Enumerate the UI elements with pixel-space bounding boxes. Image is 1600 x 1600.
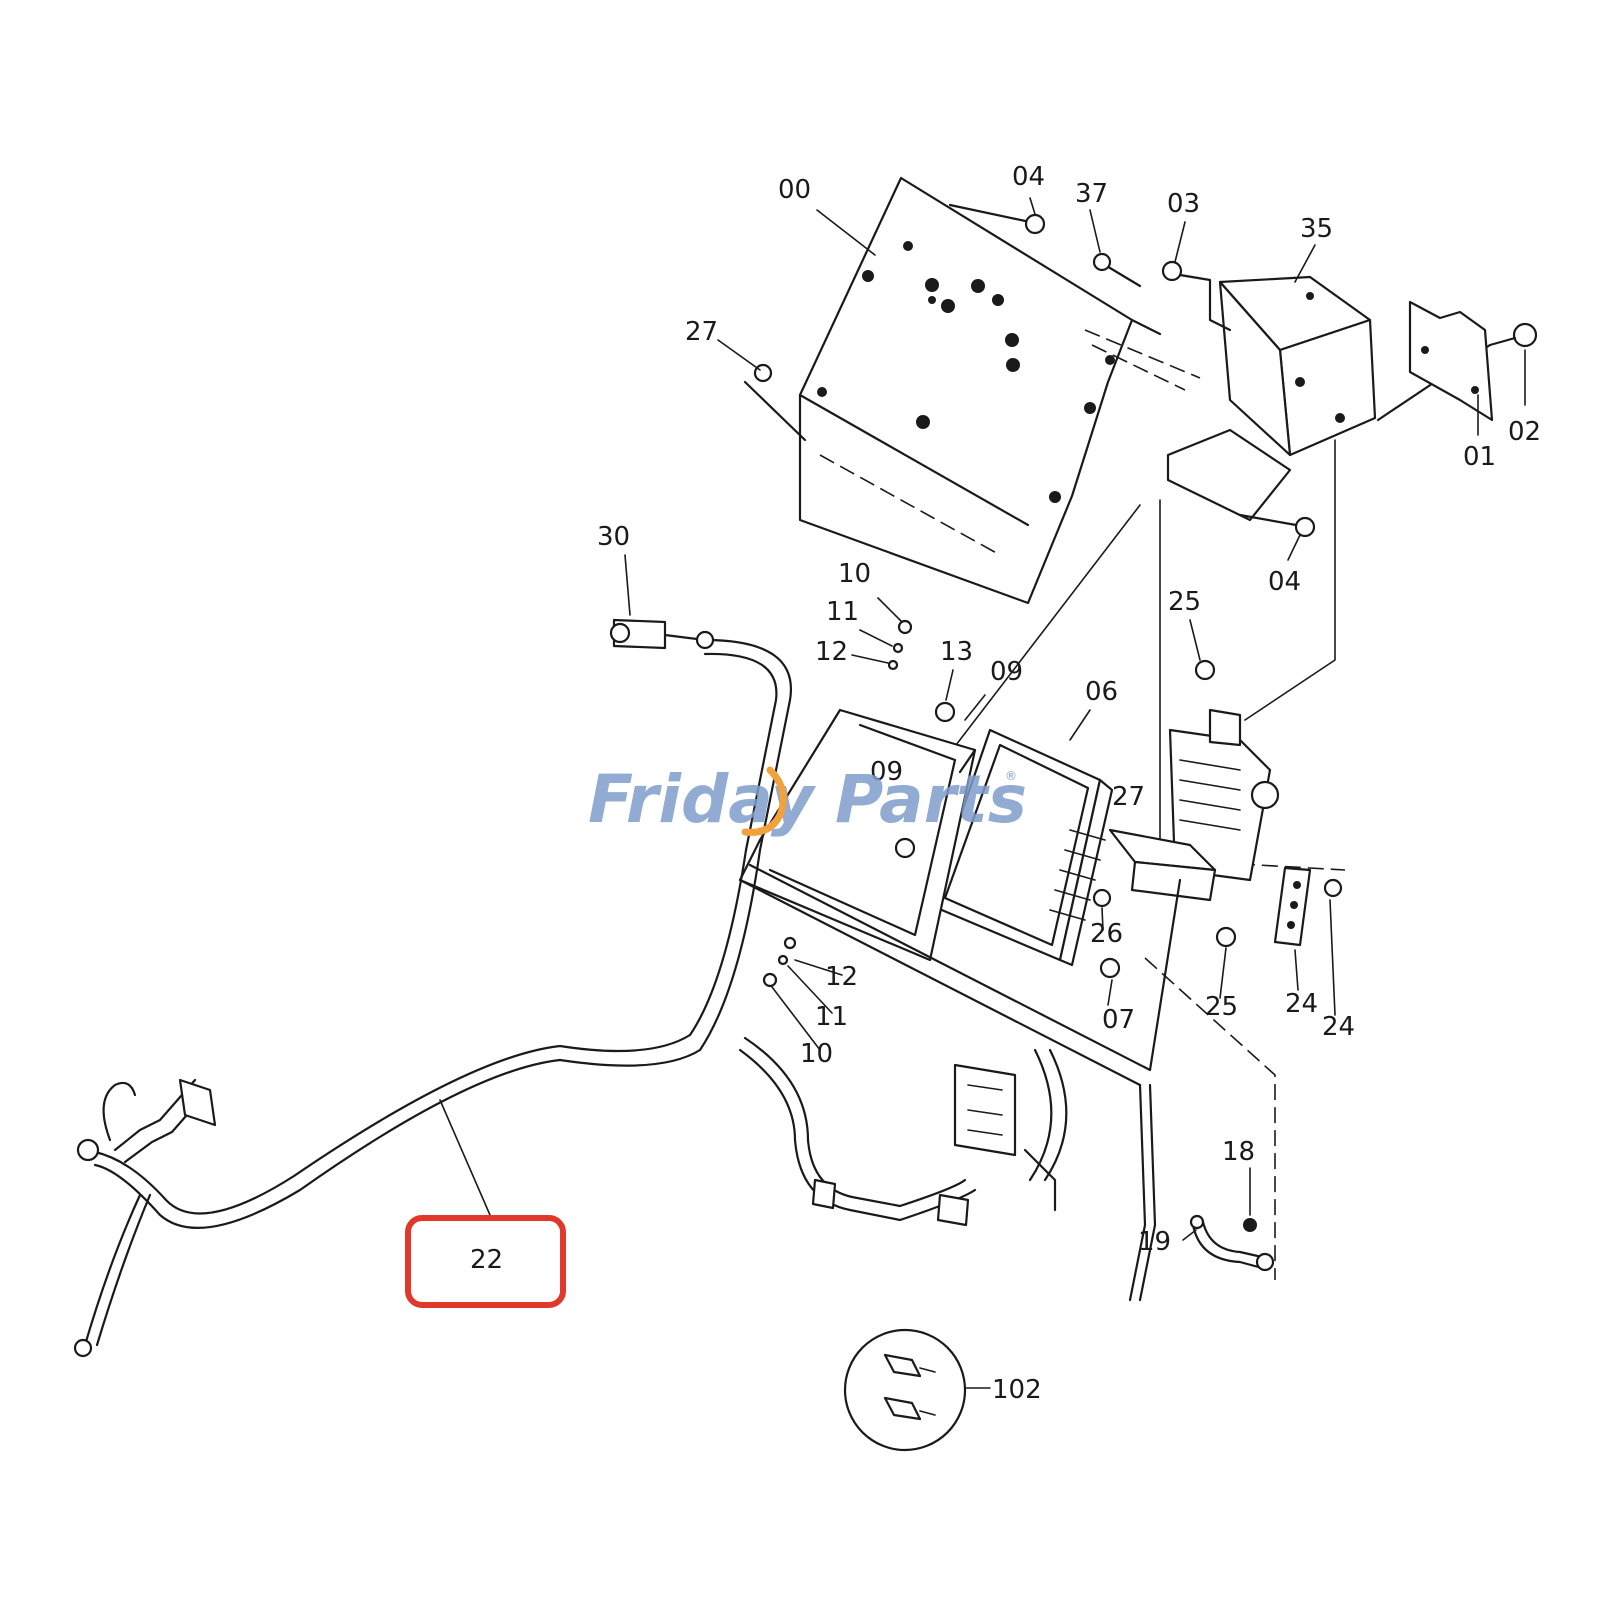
label-13: 13 <box>940 637 973 667</box>
label-25-bottom: 25 <box>1205 992 1238 1022</box>
label-12-top: 12 <box>815 637 848 667</box>
label-06: 06 <box>1085 677 1118 707</box>
label-11-top: 11 <box>826 597 859 627</box>
label-09-top: 09 <box>990 657 1023 687</box>
watermark-registered: ® <box>1005 769 1017 783</box>
screw-04-top <box>948 203 1046 235</box>
leader-lines <box>439 197 1526 1241</box>
terminal-strip-24 <box>1273 866 1343 947</box>
label-37: 37 <box>1075 179 1108 209</box>
label-10-top: 10 <box>838 559 871 589</box>
label-01: 01 <box>1463 442 1496 472</box>
watermark-text-parts: Parts <box>835 761 1027 838</box>
label-19: 19 <box>1138 1227 1171 1257</box>
label-18: 18 <box>1222 1137 1255 1167</box>
bracket-frame <box>738 708 977 962</box>
label-04-right: 04 <box>1268 567 1301 597</box>
label-04-top: 04 <box>1012 162 1045 192</box>
screw-27-top <box>743 363 807 442</box>
wire-harness <box>73 638 1182 1358</box>
label-07: 07 <box>1102 1005 1135 1035</box>
label-27-mid: 27 <box>1112 782 1145 812</box>
cable-19 <box>1189 1214 1275 1272</box>
label-11-bottom: 11 <box>815 1002 848 1032</box>
label-26: 26 <box>1090 919 1123 949</box>
fuse-relay-block <box>1168 708 1280 882</box>
watermark-text-friday: Friday <box>588 761 817 838</box>
screw-set-upper <box>762 619 1237 988</box>
label-25-top: 25 <box>1168 587 1201 617</box>
label-02: 02 <box>1508 417 1541 447</box>
label-24-left: 24 <box>1285 989 1318 1019</box>
label-35: 35 <box>1300 214 1333 244</box>
label-00: 00 <box>778 175 811 205</box>
module-box <box>953 1063 1017 1157</box>
part-102-detail <box>843 1328 991 1452</box>
nut-03 <box>1161 260 1232 332</box>
label-09-mid: 09 <box>870 757 903 787</box>
fastener-18 <box>1243 1218 1257 1232</box>
connector-bottom <box>811 1178 970 1227</box>
watermark-swoosh-icon <box>741 766 787 836</box>
label-03: 03 <box>1167 189 1200 219</box>
label-24-right: 24 <box>1322 1012 1355 1042</box>
screw-02 <box>1488 322 1538 348</box>
label-10-bottom: 10 <box>800 1039 833 1069</box>
callout-labels: 00 04 37 03 35 27 02 01 04 30 10 11 12 1… <box>470 162 1541 1405</box>
relay-box <box>1166 275 1494 522</box>
watermark-logo: Friday Parts ® <box>588 761 1027 838</box>
label-27-top: 27 <box>685 317 718 347</box>
label-22: 22 <box>470 1245 503 1275</box>
label-12-bottom: 12 <box>825 962 858 992</box>
mounting-panel <box>798 176 1201 605</box>
screw-04-right <box>1238 513 1316 538</box>
screw-37 <box>1092 252 1142 288</box>
highlight-box-22 <box>405 1215 566 1308</box>
label-102: 102 <box>992 1375 1042 1405</box>
terminal-block-27 <box>1108 828 1217 902</box>
label-30: 30 <box>597 522 630 552</box>
connector-30 <box>609 618 715 650</box>
